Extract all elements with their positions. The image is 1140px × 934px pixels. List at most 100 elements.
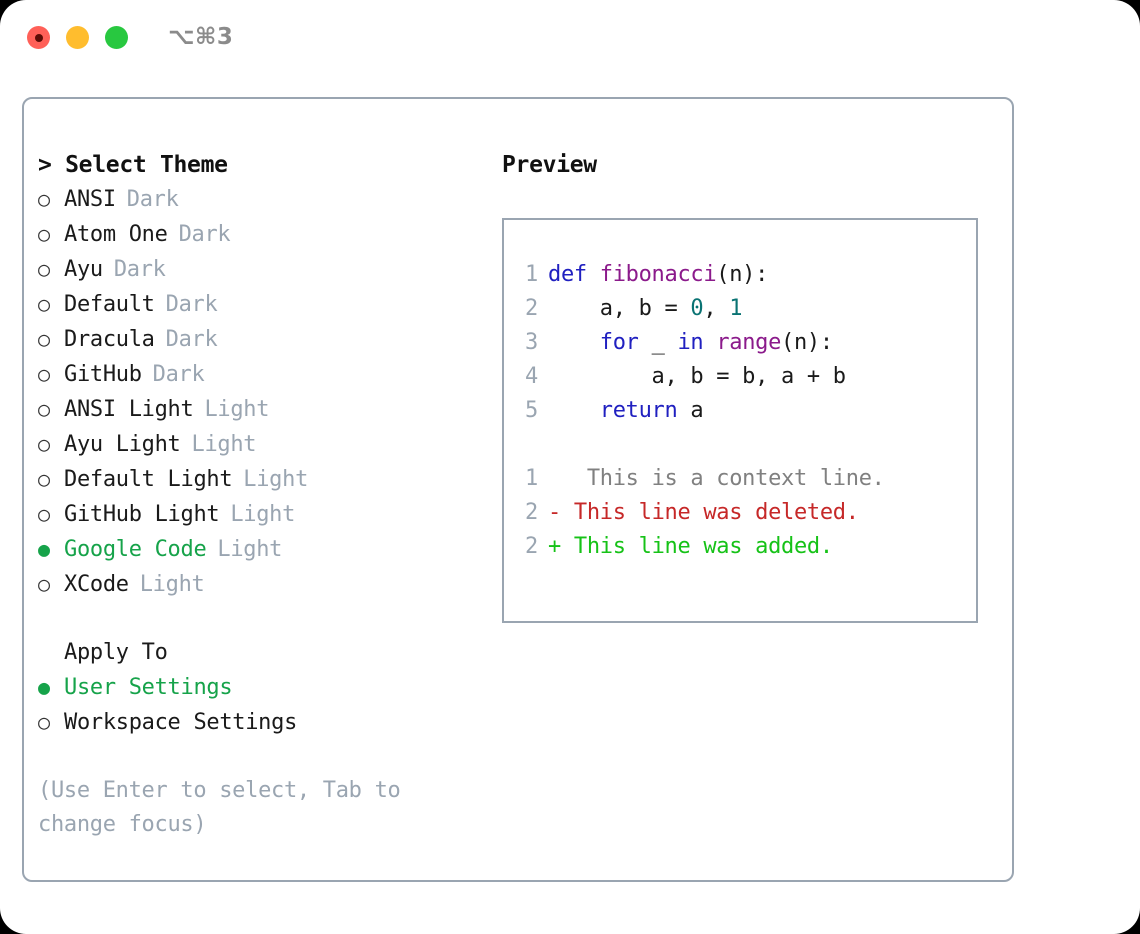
- code-token: return: [599, 398, 678, 423]
- line-number: 2: [525, 534, 538, 559]
- theme-option-label: GitHub Light: [64, 502, 220, 527]
- line-number: 3: [525, 330, 538, 355]
- diff-line-content: This line was added.: [560, 534, 833, 559]
- apply-to-option-label: Workspace Settings: [64, 710, 298, 735]
- theme-option-variant-tag: Dark: [165, 327, 218, 352]
- theme-option-label: Google Code: [64, 537, 207, 562]
- theme-option-variant-tag: Light: [139, 572, 205, 597]
- theme-option-github-light[interactable]: ○ GitHub Light Light: [38, 497, 490, 532]
- radio-filled-icon: ●: [38, 675, 50, 699]
- code-token: in: [677, 330, 704, 355]
- page-title: > Select Theme: [38, 148, 490, 182]
- theme-option-label: GitHub: [64, 362, 142, 387]
- diff-line: 2- This line was deleted.: [518, 496, 976, 530]
- theme-option-variant-tag: Dark: [126, 187, 179, 212]
- theme-option-label: Dracula: [64, 327, 155, 352]
- code-token: [548, 398, 600, 423]
- theme-option-label: Default Light: [64, 467, 233, 492]
- theme-option-github[interactable]: ○ GitHub Dark: [38, 357, 490, 392]
- theme-option-default-light[interactable]: ○ Default Light Light: [38, 462, 490, 497]
- theme-option-variant-tag: Light: [191, 432, 257, 457]
- radio-empty-icon: ○: [38, 710, 50, 734]
- apply-to-option-label: User Settings: [64, 675, 233, 700]
- code-line-content: def fibonacci(n):: [548, 258, 768, 292]
- theme-option-variant-tag: Light: [230, 502, 296, 527]
- prompt-glyph: >: [38, 152, 52, 178]
- theme-option-variant-tag: Dark: [165, 292, 218, 317]
- diff-marker: -: [548, 500, 561, 525]
- radio-empty-icon: ○: [38, 362, 50, 386]
- theme-option-variant-tag: Light: [204, 397, 270, 422]
- code-token: a: [677, 398, 704, 423]
- theme-option-ayu-light[interactable]: ○ Ayu Light Light: [38, 427, 490, 462]
- apply-to-option-list: ● User Settings ○ Workspace Settings: [38, 670, 490, 740]
- diff-marker: [548, 462, 561, 496]
- theme-option-variant-tag: Light: [243, 467, 309, 492]
- radio-empty-icon: ○: [38, 257, 50, 281]
- radio-empty-icon: ○: [38, 467, 50, 491]
- keyboard-hint-text: (Use Enter to select, Tab to change focu…: [38, 778, 401, 837]
- diff-marker: +: [548, 534, 561, 559]
- apply-to-heading: Apply To: [64, 640, 168, 665]
- line-number: 2: [525, 500, 538, 525]
- code-token: 1: [729, 296, 743, 321]
- preview-title: Preview: [502, 152, 597, 178]
- code-line: 5 return a: [518, 394, 976, 428]
- page-title-text: Select Theme: [65, 152, 228, 178]
- code-line: 1 def fibonacci(n):: [518, 258, 976, 292]
- code-token: a, b =: [548, 296, 691, 321]
- apply-to-option-user-settings[interactable]: ● User Settings: [38, 670, 490, 705]
- code-token: def: [548, 262, 600, 287]
- code-line-content: for _ in range(n):: [548, 326, 833, 360]
- code-line: 3 for _ in range(n):: [518, 326, 976, 360]
- diff-sample: 1 This is a context line. 2- This line wa…: [518, 462, 976, 564]
- code-token: [703, 330, 716, 355]
- theme-option-variant-tag: Light: [217, 537, 283, 562]
- code-line-content: return a: [548, 394, 704, 428]
- apply-to-option-workspace-settings[interactable]: ○ Workspace Settings: [38, 705, 490, 740]
- line-number: 1: [525, 466, 538, 491]
- theme-option-variant-tag: Dark: [152, 362, 205, 387]
- theme-option-label: Ayu: [64, 257, 103, 282]
- radio-empty-icon: ○: [38, 222, 50, 246]
- theme-option-label: Ayu Light: [64, 432, 181, 457]
- close-button[interactable]: [27, 26, 50, 49]
- code-line-content: a, b = 0, 1: [548, 292, 743, 326]
- radio-empty-icon: ○: [38, 502, 50, 526]
- code-line-content: a, b = b, a + b: [548, 360, 847, 394]
- line-number: 2: [525, 296, 538, 321]
- keyboard-shortcut-label: ⌥⌘3: [168, 24, 234, 50]
- minimize-button[interactable]: [66, 26, 89, 49]
- diff-line-content: This line was deleted.: [560, 500, 859, 525]
- radio-empty-icon: ○: [38, 187, 50, 211]
- zoom-button[interactable]: [105, 26, 128, 49]
- radio-empty-icon: ○: [38, 572, 50, 596]
- theme-option-variant-tag: Dark: [178, 222, 231, 247]
- line-number: 5: [525, 398, 538, 423]
- theme-option-label: XCode: [64, 572, 129, 597]
- code-line: 4 a, b = b, a + b: [518, 360, 976, 394]
- code-token: range: [716, 330, 782, 355]
- title-bar: ⌥⌘3: [0, 0, 1140, 78]
- code-token: (n):: [781, 330, 833, 355]
- code-token: (n):: [716, 262, 769, 287]
- theme-option-xcode[interactable]: ○ XCode Light: [38, 567, 490, 602]
- theme-option-label: Default: [64, 292, 155, 317]
- radio-empty-icon: ○: [38, 432, 50, 456]
- line-number: 1: [525, 262, 538, 287]
- diff-line: 2 + This line was added.: [518, 530, 976, 564]
- diff-line-content: This is a context line.: [560, 466, 885, 491]
- code-line: 2 a, b = 0, 1: [518, 292, 976, 326]
